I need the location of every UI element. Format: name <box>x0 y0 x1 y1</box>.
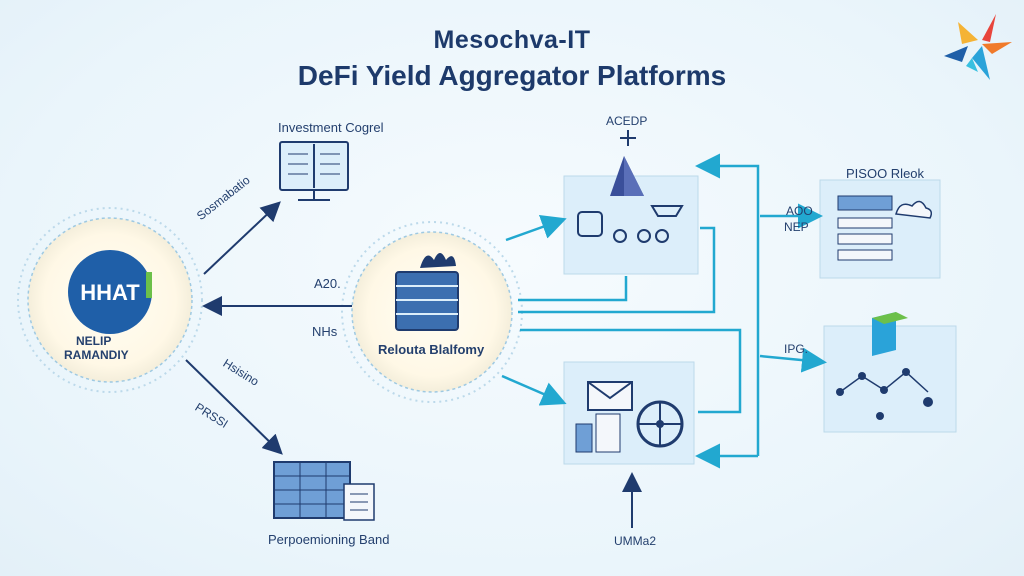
dark-connectors <box>185 201 642 528</box>
right-top-panel-label: PISOO Rleok <box>846 166 925 181</box>
document-icon <box>575 423 593 453</box>
hub-label-line2: RAMANDIY <box>64 348 129 362</box>
cyan-connectors <box>501 153 827 469</box>
arrow-to-right-bottom-panel <box>759 347 827 373</box>
arrow-hub-to-investment <box>203 201 281 275</box>
flow-right-rail-top <box>695 153 760 456</box>
hub-node[interactable] <box>17 207 203 393</box>
investment-label: Investment Cogrel <box>278 120 384 135</box>
investment-book-icon[interactable] <box>279 141 349 201</box>
hub-logo-accent <box>146 272 152 298</box>
bottom-module-panel[interactable] <box>563 361 695 465</box>
arrow-center-to-top-panel <box>505 214 567 242</box>
flow-inner-loop <box>518 226 716 314</box>
top-module-panel[interactable] <box>563 130 699 275</box>
server-stack-icon <box>395 253 459 331</box>
flow-to-bottom-panel <box>520 328 742 414</box>
list-icon <box>837 195 893 211</box>
top-module-label: ACEDP <box>606 114 648 128</box>
edge-label-right-upper-2: NEP <box>784 220 809 234</box>
arrow-center-to-bottom-panel <box>501 374 567 406</box>
diagram-title-line2: DeFi Yield Aggregator Platforms <box>297 60 727 91</box>
hub-label-line1: NELIP <box>76 334 112 348</box>
hub-logo-circle <box>68 250 152 334</box>
cloud-icon <box>895 200 933 219</box>
hub-logo-text: HHAT <box>80 280 140 305</box>
edge-label-bottom-input: UMMa2 <box>614 534 657 548</box>
center-platform-node[interactable] <box>341 221 523 403</box>
gear-icon <box>613 229 627 243</box>
flow-top-panel-return <box>518 276 628 302</box>
edge-label-right-lower: IPG. <box>784 342 809 356</box>
right-bottom-panel[interactable] <box>823 312 957 433</box>
right-top-panel[interactable] <box>819 179 941 279</box>
storage-label: Perpoemioning Band <box>268 532 390 547</box>
corner-logo-icon <box>944 14 1012 80</box>
center-platform-label: Relouta Blalfomy <box>378 342 485 357</box>
diagram-title-line1: Mesochva-IT <box>433 26 591 54</box>
chip-icon <box>577 211 603 237</box>
cube-icon <box>872 312 896 356</box>
diamond-icon <box>650 205 684 217</box>
edge-label-right-upper-1: AOO <box>786 204 813 218</box>
arrow-hub-to-storage <box>185 359 283 455</box>
edge-label-center-bottom: NHs <box>312 324 338 339</box>
edge-label-center-top: A20. <box>314 276 341 291</box>
storage-boxes-icon[interactable] <box>273 461 375 521</box>
